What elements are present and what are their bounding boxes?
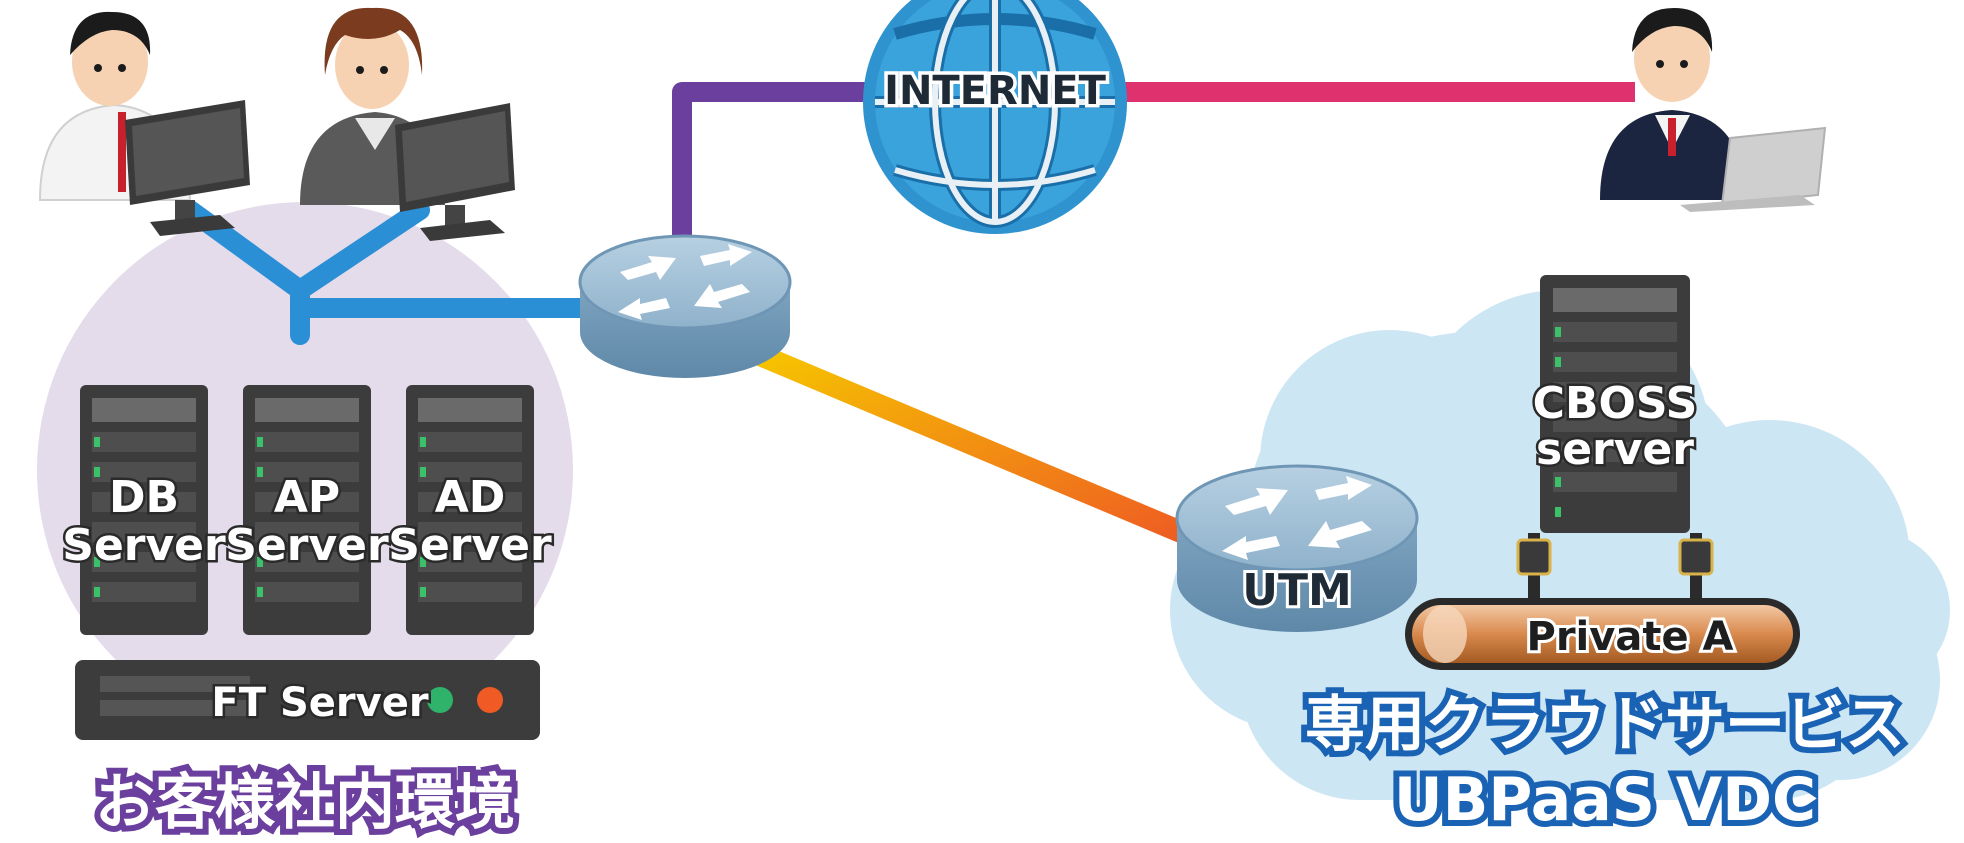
ad-server-label-line1: AD	[435, 472, 506, 523]
network-cable-connectors	[1516, 533, 1714, 603]
server-rack-icon	[80, 385, 208, 635]
vpn-line	[749, 344, 1211, 551]
monitor-icon	[125, 100, 250, 236]
ap-server-rack	[243, 385, 371, 635]
ap-server-label-line2: Server	[225, 520, 389, 571]
cboss-server-label-line1: CBOSS	[1533, 378, 1698, 429]
cboss-server-label-line2: server	[1536, 424, 1694, 475]
private-link-label: Private A	[1527, 614, 1734, 660]
ft-server-label: FT Server	[211, 680, 428, 726]
laptop-icon	[1680, 126, 1827, 212]
db-server-label-line1: DB	[109, 472, 179, 523]
internet-line	[672, 82, 1635, 255]
db-server-label-line2: Server	[62, 520, 226, 571]
utm-router-icon	[1175, 464, 1419, 632]
router-icon	[578, 234, 792, 378]
utm-label: UTM	[1242, 565, 1352, 616]
globe-icon	[863, 0, 1127, 234]
ft-server-unit	[75, 660, 540, 740]
private-pipe	[1405, 598, 1800, 670]
ad-server-label-line2: Server	[388, 520, 552, 571]
cloud-service-label-line2: UBPaaS VDC	[1394, 765, 1816, 835]
ad-server-rack	[406, 385, 534, 635]
internet-label: INTERNET	[884, 68, 1107, 114]
db-server-rack	[80, 385, 208, 635]
user-icon	[1600, 8, 1745, 200]
cboss-server-rack	[1540, 275, 1690, 533]
cloud-service-label-line1: 専用クラウドサービス	[1305, 690, 1905, 760]
customer-environment-label: お客様社内環境	[95, 768, 515, 838]
server-rack-icon	[406, 385, 534, 635]
status-led-green	[427, 687, 453, 713]
server-rack-icon	[1540, 275, 1690, 533]
status-led-orange	[477, 687, 503, 713]
ap-server-label-line1: AP	[274, 472, 340, 523]
monitor-icon	[395, 103, 515, 241]
server-rack-icon	[243, 385, 371, 635]
